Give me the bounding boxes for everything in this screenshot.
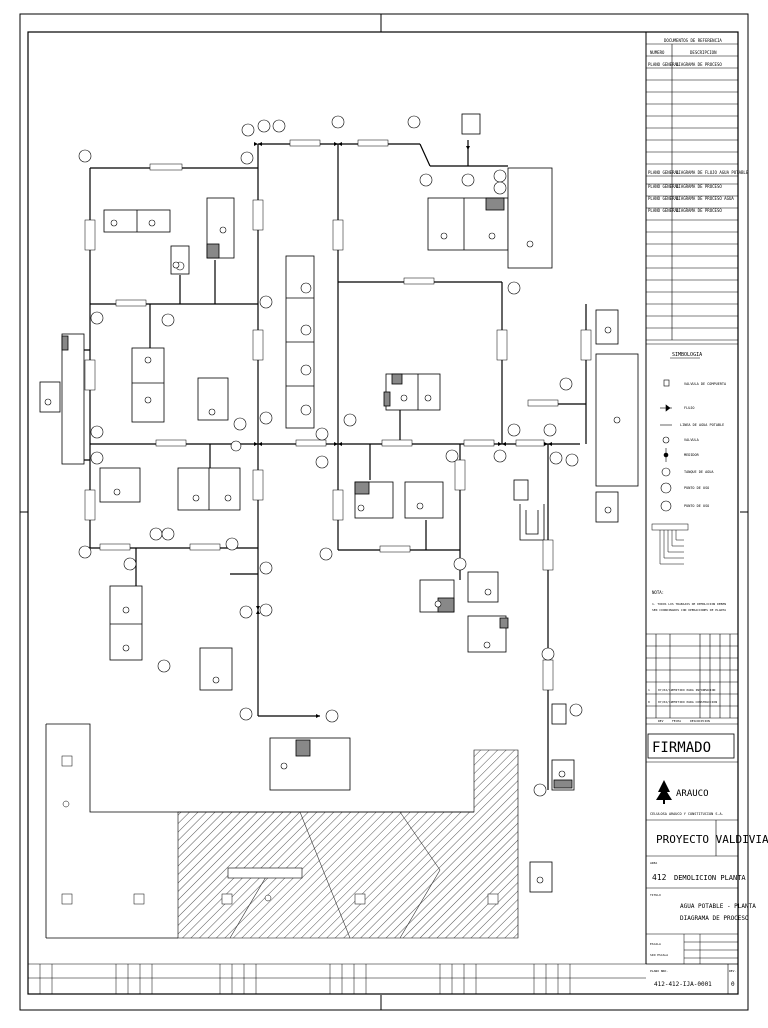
svg-text:1. TODOS LOS TRABAJOS DE DEMOL: 1. TODOS LOS TRABAJOS DE DEMOLICION DEBE… [652,602,726,606]
svg-text:DIAGRAMA DE PROCESO: DIAGRAMA DE PROCESO [676,208,722,213]
legend-symbols [660,379,672,512]
svg-text:DIAGRAMA DE PROCESO AGUA: DIAGRAMA DE PROCESO AGUA [676,196,734,201]
svg-text:DESCRIPCION: DESCRIPCION [690,50,717,55]
title-block: DOCUMENTOS DE REFERENCIA NUMERO DESCRIPCI… [645,32,768,994]
svg-text:MEDIDOR: MEDIDOR [684,453,700,457]
svg-text:NUMERO: NUMERO [650,50,665,55]
building-footprint [45,723,519,939]
svg-text:SER COORDINADOS CON OPERACIONE: SER COORDINADOS CON OPERACIONES DE PLANT… [652,608,726,612]
legend-title: SIMBOLOGIA [672,352,702,358]
svg-text:REV: REV [658,719,664,723]
svg-text:DOCUMENTOS DE REFERENCIA: DOCUMENTOS DE REFERENCIA [664,38,722,43]
svg-text:PLANO GENERAL: PLANO GENERAL [648,184,680,189]
bottom-strip [28,963,646,994]
area-code: 412 [652,873,667,882]
instrument-bubbles [44,115,621,884]
svg-text:PUNTO DE USO: PUNTO DE USO [684,486,709,490]
arauco-logo [656,780,672,804]
svg-text:TANQUE DE AGUA: TANQUE DE AGUA [684,470,714,474]
rev-label: REV. [729,969,736,973]
svg-text:EMITIDO PARA CONSTRUCCION: EMITIDO PARA CONSTRUCCION [672,700,717,704]
svg-text:EMITIDO PARA INFORMACION: EMITIDO PARA INFORMACION [672,688,716,692]
svg-text:FLUJO: FLUJO [684,406,695,410]
project-name: PROYECTO VALDIVIA [656,833,768,846]
svg-text:AREA: AREA [650,861,657,865]
svg-text:PLANO GENERAL: PLANO GENERAL [648,196,680,201]
company-name: ARAUCO [676,789,709,799]
valves [254,142,552,718]
equipment-units [39,113,639,893]
pipe-tags [84,139,592,691]
note-title: NOTA: [652,590,664,595]
rev-value: 0 [731,981,735,988]
svg-text:VALVULA: VALVULA [684,438,700,442]
drawing-number: 412-412-IJA-0001 [654,981,712,988]
svg-text:1: 1 [648,688,650,692]
area-name: DEMOLICION PLANTA [674,874,746,882]
svg-text:PLANO GENERAL: PLANO GENERAL [648,208,680,213]
svg-text:PLANO NRO.: PLANO NRO. [650,969,668,973]
drawing-frame [27,31,739,995]
sheet-title-2: DIAGRAMA DE PROCESO [680,915,749,922]
svg-text:DESCRIPCION: DESCRIPCION [690,719,710,723]
svg-text:LINEA DE AGUA POTABLE: LINEA DE AGUA POTABLE [680,423,724,427]
company-subtitle: CELULOSA ARAUCO Y CONSTITUCION S.A. [650,812,724,816]
svg-text:07/02/12: 07/02/12 [658,700,673,704]
svg-text:ESCALA: ESCALA [650,942,661,946]
svg-text:TITULO: TITULO [650,893,661,897]
svg-text:PLANO GENERAL: PLANO GENERAL [648,62,680,67]
svg-text:PLANO GENERAL: PLANO GENERAL [648,170,680,175]
firma-stamp: FIRMADO [652,740,711,756]
svg-text:PUNTO DE USO: PUNTO DE USO [684,504,709,508]
svg-text:DIAGRAMA DE FLUJO AGUA POTABLE: DIAGRAMA DE FLUJO AGUA POTABLE [676,170,749,175]
svg-text:07/02/12: 07/02/12 [658,688,673,692]
svg-text:DIAGRAMA DE PROCESO: DIAGRAMA DE PROCESO [676,184,722,189]
svg-text:SIN ESCALA: SIN ESCALA [650,953,668,957]
svg-text:DIAGRAMA DE PROCESO: DIAGRAMA DE PROCESO [676,62,722,67]
sheet-title-1: AGUA POTABLE - PLANTA [680,903,756,910]
svg-text:FECHA: FECHA [672,719,681,723]
svg-text:VALVULA DE COMPUERTA: VALVULA DE COMPUERTA [684,382,727,386]
svg-text:0: 0 [648,700,650,704]
